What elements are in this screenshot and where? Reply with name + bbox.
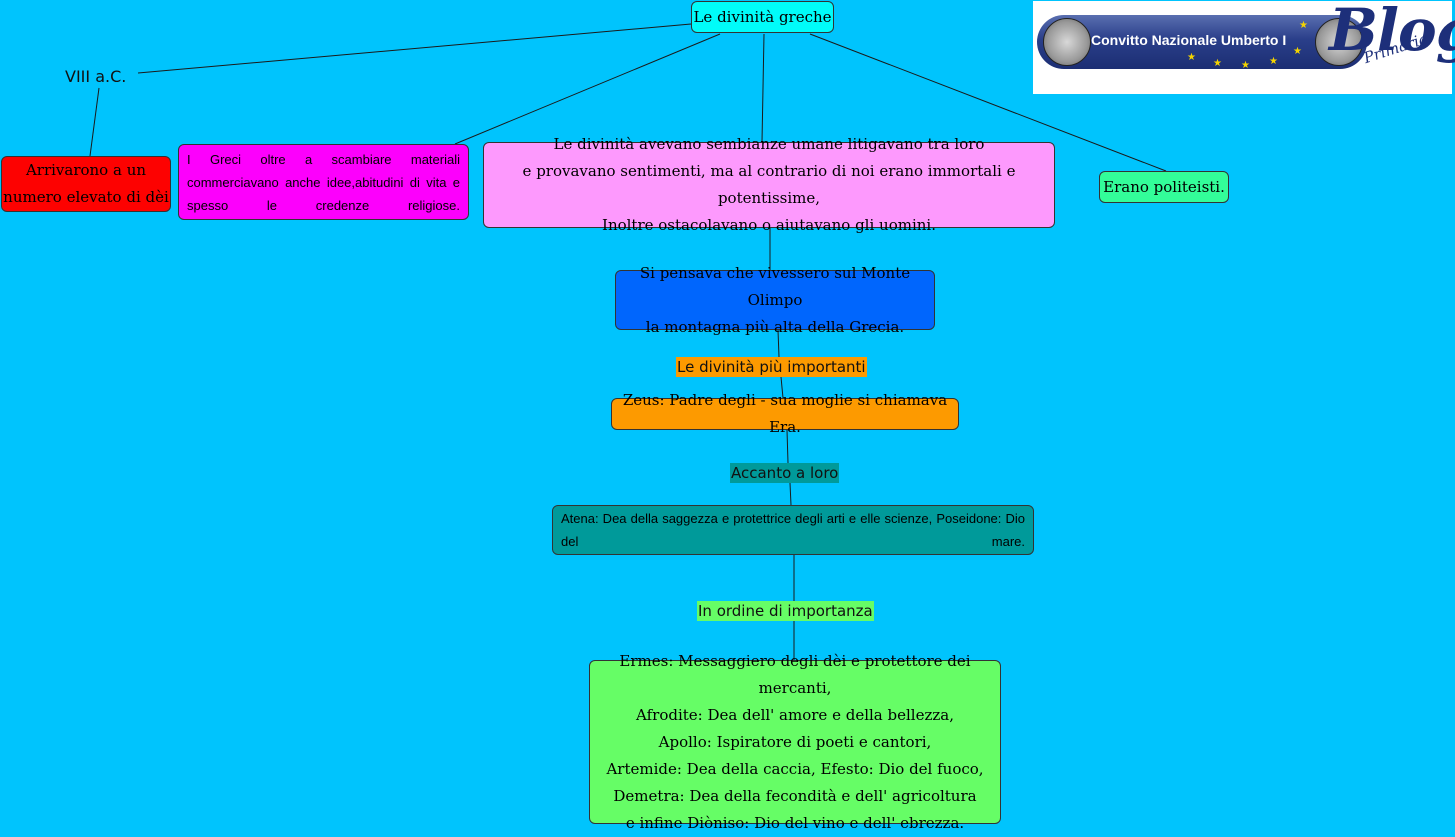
greek-trade-node[interactable]: I Greci oltre a scambiare materiali comm… <box>178 144 469 220</box>
polytheists-node[interactable]: Erano politeisti. <box>1099 171 1229 203</box>
important-gods-label: Le divinità più importanti <box>676 357 867 377</box>
beside-them-label: Accanto a loro <box>730 463 840 483</box>
link-root-magenta <box>454 33 721 145</box>
star-icon: ★ <box>1299 20 1308 31</box>
link-accanto-teal <box>789 482 792 506</box>
link-root-viii <box>137 23 692 74</box>
gods-number-node[interactable]: Arrivarono a un numero elevato di dèi <box>1 156 171 212</box>
star-icon: ★ <box>1187 52 1196 63</box>
star-icon: ★ <box>1293 46 1302 57</box>
era-label: VIII a.C. <box>65 67 127 86</box>
blog-logo[interactable]: Convitto Nazionale Umberto I ★ ★ ★ ★ ★ ★… <box>1033 0 1455 94</box>
star-icon: ★ <box>1241 60 1250 71</box>
link-root-green <box>809 33 1167 172</box>
zeus-node[interactable]: Zeus: Padre degli - sua moglie si chiama… <box>611 391 959 436</box>
link-viii-red <box>89 87 100 157</box>
root-node[interactable]: Le divinità greche <box>691 1 834 33</box>
link-root-pink <box>761 33 765 143</box>
logo-banner-text: Convitto Nazionale Umberto I <box>1091 32 1287 48</box>
logo-banner: Convitto Nazionale Umberto I ★ ★ ★ ★ ★ ★ <box>1037 15 1367 71</box>
link-orange-accanto <box>786 429 789 464</box>
star-icon: ★ <box>1213 58 1222 69</box>
olympus-node[interactable]: Si pensava che vivessero sul Monte Olimp… <box>615 264 935 336</box>
star-icon: ★ <box>1269 56 1278 67</box>
republic-emblem-icon <box>1043 18 1091 66</box>
order-label: In ordine di importanza <box>697 601 874 621</box>
link-blue-important <box>777 329 780 358</box>
divine-nature-node[interactable]: Le divinità avevano sembianze umane liti… <box>483 135 1055 234</box>
logo-blog-text: Blog <box>1329 0 1455 64</box>
school-seal-icon <box>1315 18 1363 66</box>
link-important-orange <box>780 376 784 399</box>
athena-poseidon-node[interactable]: Atena: Dea della saggezza e protettrice … <box>552 505 1034 555</box>
other-gods-node[interactable]: Ermes: Messaggiero degli dèi e protettor… <box>589 652 1001 832</box>
